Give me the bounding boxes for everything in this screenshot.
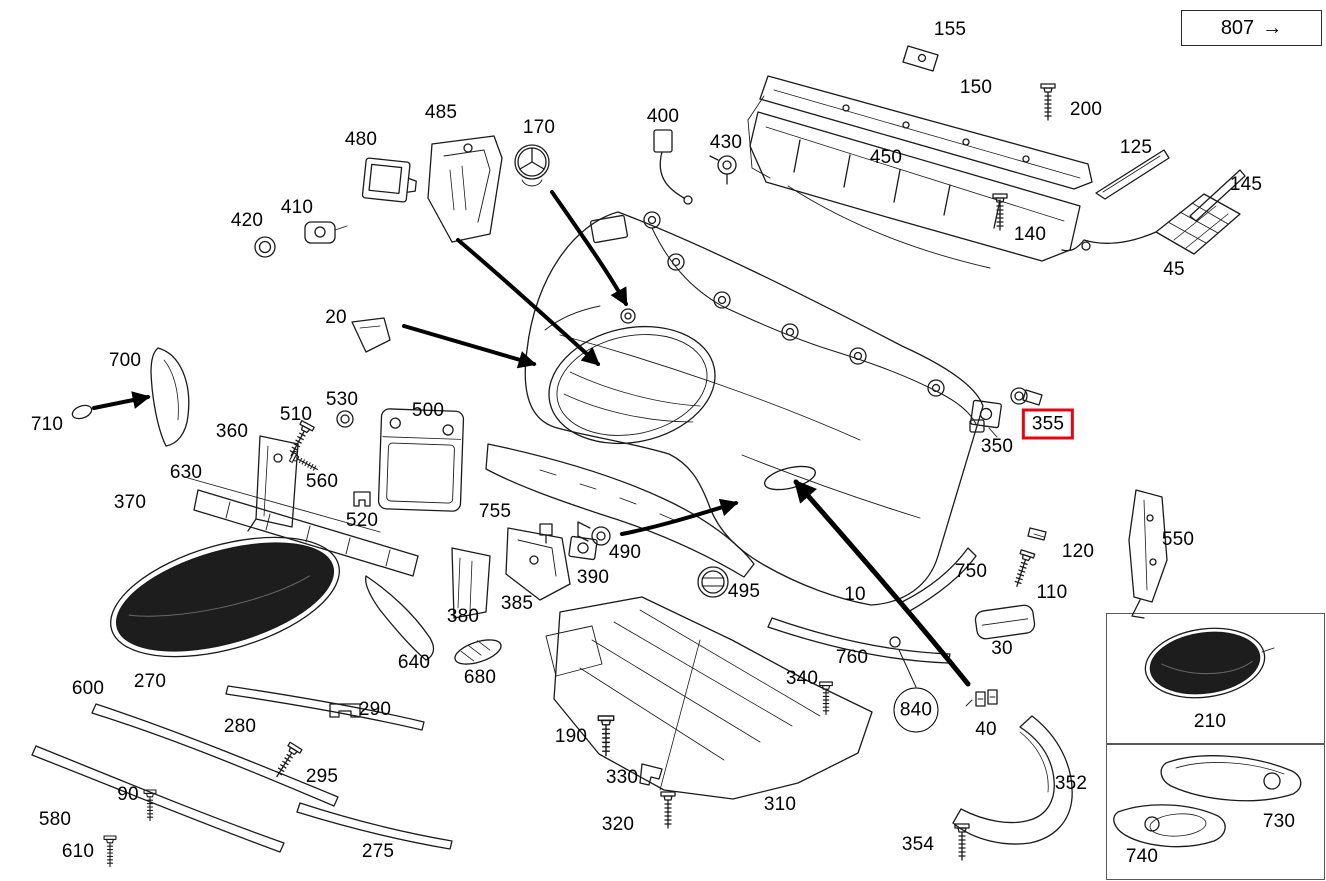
reference-807-label: 807 [1220, 16, 1255, 39]
part-label-390[interactable]: 390 [576, 567, 610, 588]
part-label-200[interactable]: 200 [1069, 99, 1103, 120]
part-label-760[interactable]: 760 [835, 647, 869, 668]
drawing-bumper-cover [524, 211, 984, 606]
part-label-170[interactable]: 170 [522, 117, 556, 138]
part-label-330[interactable]: 330 [605, 767, 639, 788]
drawing-harness [643, 129, 985, 433]
part-label-190[interactable]: 190 [554, 726, 588, 747]
part-label-580[interactable]: 580 [38, 809, 72, 830]
part-label-352[interactable]: 352 [1054, 773, 1088, 794]
part-label-840[interactable]: 840 [893, 687, 939, 733]
drawing-radar-unit [361, 157, 417, 203]
part-label-125[interactable]: 125 [1119, 137, 1153, 158]
arrow-right-icon: → [1262, 17, 1283, 39]
part-label-510[interactable]: 510 [279, 404, 313, 425]
part-label-280[interactable]: 280 [223, 716, 257, 737]
part-label-490[interactable]: 490 [608, 542, 642, 563]
part-label-295[interactable]: 295 [305, 766, 339, 787]
inset-panel-grille [1106, 613, 1325, 744]
part-label-45[interactable]: 45 [1163, 259, 1185, 280]
part-label-600[interactable]: 600 [71, 678, 105, 699]
part-label-90[interactable]: 90 [117, 784, 139, 805]
part-label-155[interactable]: 155 [933, 19, 967, 40]
drawing-parking-sensor [254, 221, 348, 258]
part-label-340[interactable]: 340 [785, 668, 819, 689]
part-label-270[interactable]: 270 [133, 671, 167, 692]
part-label-30[interactable]: 30 [991, 638, 1013, 659]
drawing-under-shield [545, 596, 873, 829]
part-label-730[interactable]: 730 [1262, 811, 1296, 832]
part-label-560[interactable]: 560 [305, 471, 339, 492]
part-label-700[interactable]: 700 [108, 350, 142, 371]
drawing-right-parts [767, 387, 1168, 861]
part-label-755[interactable]: 755 [478, 501, 512, 522]
part-label-20[interactable]: 20 [325, 307, 347, 328]
part-label-40[interactable]: 40 [975, 719, 997, 740]
part-label-500[interactable]: 500 [411, 400, 445, 421]
part-label-400[interactable]: 400 [646, 106, 680, 127]
part-label-350[interactable]: 350 [980, 436, 1014, 457]
part-label-385[interactable]: 385 [500, 593, 534, 614]
part-label-210[interactable]: 210 [1193, 711, 1227, 732]
part-label-110[interactable]: 110 [1036, 582, 1068, 603]
drawing-lower-strips [31, 685, 453, 868]
drawing-radar-bracket [427, 135, 503, 243]
part-label-610[interactable]: 610 [61, 841, 95, 862]
part-label-10[interactable]: 10 [844, 584, 866, 605]
part-label-530[interactable]: 530 [325, 389, 359, 410]
part-label-145[interactable]: 145 [1229, 174, 1263, 195]
part-label-550[interactable]: 550 [1161, 529, 1195, 550]
part-label-360[interactable]: 360 [215, 421, 249, 442]
part-label-140[interactable]: 140 [1013, 224, 1047, 245]
part-label-310[interactable]: 310 [763, 794, 797, 815]
drawing-grille-assembly [71, 317, 502, 665]
part-label-430[interactable]: 430 [709, 132, 743, 153]
part-label-354[interactable]: 354 [901, 834, 935, 855]
part-label-290[interactable]: 290 [358, 699, 392, 720]
drawing-top-reinforcement [747, 45, 1246, 269]
pointer-arrows [92, 190, 971, 687]
part-label-275[interactable]: 275 [361, 841, 395, 862]
part-label-640[interactable]: 640 [397, 652, 431, 673]
inset-panel-headlamps [1106, 744, 1325, 880]
part-label-750[interactable]: 750 [954, 561, 988, 582]
drawing-lower-trim [451, 443, 755, 619]
part-label-495[interactable]: 495 [727, 581, 761, 602]
part-label-740[interactable]: 740 [1125, 846, 1159, 867]
part-label-420[interactable]: 420 [230, 210, 264, 231]
part-label-480[interactable]: 480 [344, 129, 378, 150]
part-label-450[interactable]: 450 [869, 147, 903, 168]
drawing-inset-grille [1144, 627, 1275, 699]
part-label-520[interactable]: 520 [345, 510, 379, 531]
part-label-710[interactable]: 710 [30, 414, 64, 435]
part-label-410[interactable]: 410 [280, 197, 314, 218]
part-label-355[interactable]: 355 [1021, 408, 1075, 440]
part-label-630[interactable]: 630 [169, 462, 203, 483]
part-label-680[interactable]: 680 [463, 667, 497, 688]
part-label-370[interactable]: 370 [113, 492, 147, 513]
drawing-inset-headlamps [1113, 755, 1302, 848]
part-label-485[interactable]: 485 [424, 102, 458, 123]
drawing-star-badge [514, 144, 550, 187]
part-label-320[interactable]: 320 [601, 814, 635, 835]
part-label-120[interactable]: 120 [1061, 541, 1095, 562]
reference-807-button[interactable]: 807 → [1181, 10, 1322, 46]
part-label-150[interactable]: 150 [959, 77, 993, 98]
part-label-380[interactable]: 380 [446, 606, 480, 627]
